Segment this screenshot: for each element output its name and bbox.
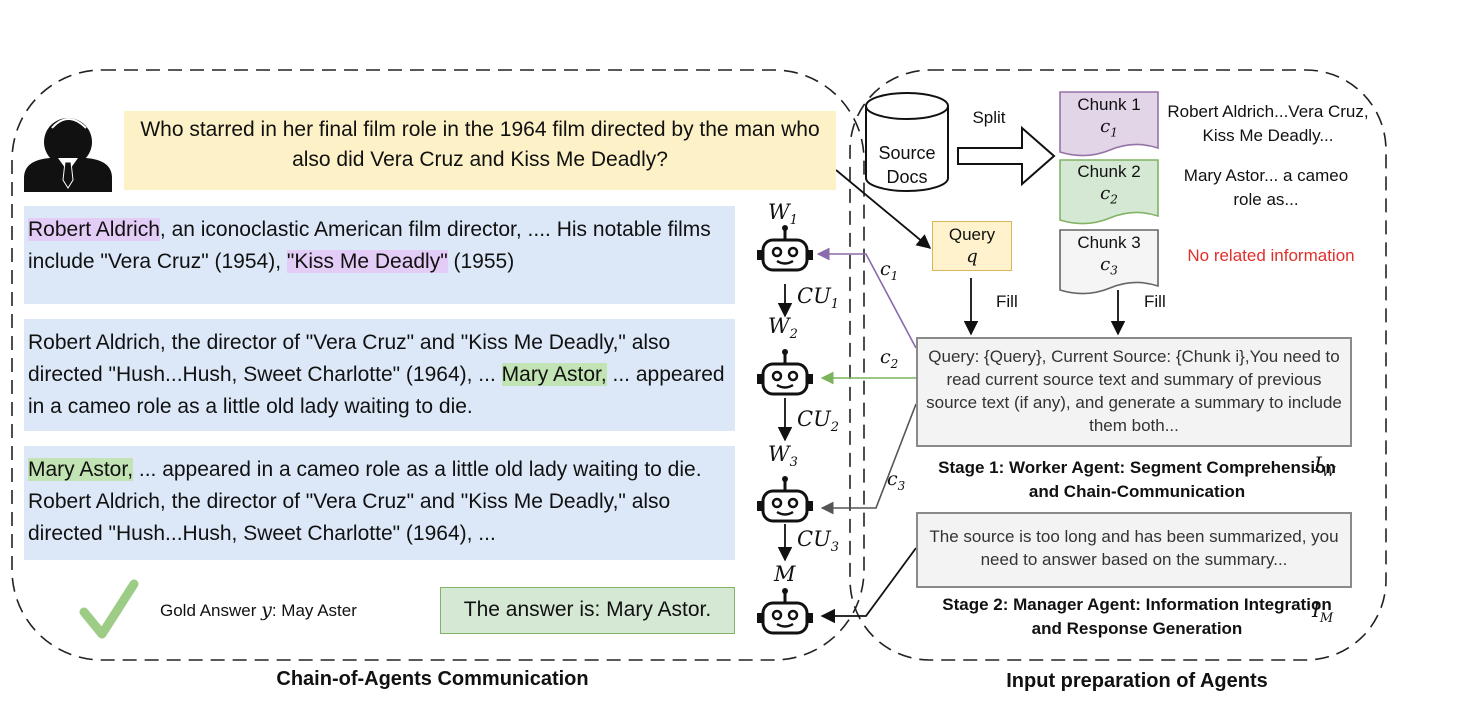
worker-prompt-box: Query: {Query}, Current Source: {Chunk i… (916, 337, 1352, 447)
manager-label: M (774, 562, 796, 586)
chunk-label-1: Chunk 1 c1 (1077, 95, 1141, 140)
chunk-desc-1: Robert Aldrich...Vera Cruz, Kiss Me Dead… (1167, 102, 1369, 145)
stage1-caption: Stage 1: Worker Agent: Segment Comprehen… (938, 458, 1336, 501)
manager-prompt-arrow (820, 547, 917, 624)
question-to-query-arrow (835, 169, 932, 249)
right-panel-frame (849, 69, 1387, 661)
robot-icon-worker-2 (757, 349, 813, 396)
chunk-desc-3: No related information (1187, 246, 1355, 265)
cu-label-1: CU1 (797, 284, 840, 313)
query-var: q (966, 246, 978, 267)
cu-label-2: CU2 (797, 407, 840, 436)
manager-prompt-box: The source is too long and has been summ… (916, 512, 1352, 588)
chunk-label-3: Chunk 3 c3 (1077, 233, 1141, 278)
question-text: Who starred in her final film role in th… (140, 118, 820, 171)
text-span: ... appeared in a cameo role as a little… (28, 458, 702, 545)
chunk-text-2: Robert Aldrich, the director of "Vera Cr… (28, 331, 725, 418)
c3-arrow (820, 403, 917, 515)
chunk-label-2: Chunk 2 c2 (1077, 162, 1141, 207)
worker-label-3: W3 (768, 442, 798, 471)
final-answer-box: The answer is: Mary Astor. (440, 587, 735, 634)
text-span: Robert Aldrich, the director of "Vera Cr… (28, 331, 671, 386)
fill-label-2: Fill (1144, 292, 1166, 311)
c1-arrow (816, 247, 917, 349)
question-box: Who starred in her final film role in th… (124, 111, 836, 190)
chunk-desc-2: Mary Astor... a cameo role as... (1183, 166, 1349, 209)
iw-label: IW (1314, 452, 1336, 480)
robot-icon-manager (757, 588, 813, 635)
chunk-shape-3 (1059, 229, 1159, 295)
robot-icon-worker-1 (757, 225, 813, 272)
c-label-1: c1 (880, 258, 899, 283)
chunk-shape-1 (1059, 91, 1159, 157)
right-panel-caption: Input preparation of Agents (1006, 670, 1268, 692)
chunk-shape-2 (1059, 159, 1159, 225)
text-span: , an iconoclastic American film director… (28, 218, 711, 273)
source-docs-cylinder (865, 92, 949, 192)
chunk-text-box-3: Mary Astor, ... appeared in a cameo role… (24, 446, 735, 560)
chunk-text-box-1: Robert Aldrich, an iconoclastic American… (24, 206, 735, 304)
chunk-text-box-2: Robert Aldrich, the director of "Vera Cr… (24, 319, 735, 431)
robot-icon-worker-3 (757, 476, 813, 523)
cu-label-3: CU3 (797, 527, 840, 556)
manager-prompt-text: The source is too long and has been summ… (929, 527, 1339, 569)
c-label-3: c3 (887, 468, 906, 493)
highlighted-span: Robert Aldrich (28, 218, 160, 241)
c-label-2: c2 (880, 346, 899, 371)
chunk-text-3: Mary Astor, ... appeared in a cameo role… (28, 458, 702, 545)
highlighted-span: Mary Astor, (28, 458, 134, 481)
text-span: (1955) (447, 250, 515, 273)
im-label: IM (1312, 598, 1334, 626)
worker-prompt-text: Query: {Query}, Current Source: {Chunk i… (926, 347, 1342, 435)
left-panel-caption: Chain-of-Agents Communication (276, 668, 589, 690)
gold-answer: Gold Answer y: May Aster (160, 599, 357, 621)
highlighted-span: "Kiss Me Deadly" (286, 250, 448, 273)
query-box: Query q (932, 221, 1012, 271)
left-panel-frame (11, 69, 865, 661)
gold-answer-prefix: Gold Answer (160, 601, 257, 620)
stage2-caption: Stage 2: Manager Agent: Information Inte… (942, 595, 1332, 638)
text-span: ... appeared in a cameo role as a little… (28, 363, 725, 418)
check-icon (79, 579, 139, 639)
split-label: Split (972, 108, 1006, 127)
chunk-text-1: Robert Aldrich, an iconoclastic American… (28, 218, 711, 273)
worker-label-1: W1 (768, 200, 798, 229)
user-icon (24, 118, 112, 192)
fill-label-1: Fill (996, 292, 1018, 311)
split-arrow (957, 125, 1056, 187)
gold-answer-value: : May Aster (271, 601, 357, 620)
highlighted-span: Mary Astor, (501, 363, 607, 386)
gold-answer-var: y (261, 599, 272, 621)
worker-label-2: W2 (768, 314, 798, 343)
query-title: Query (948, 225, 996, 244)
source-docs-label: Source Docs (878, 143, 936, 187)
final-answer-text: The answer is: Mary Astor. (463, 598, 712, 621)
